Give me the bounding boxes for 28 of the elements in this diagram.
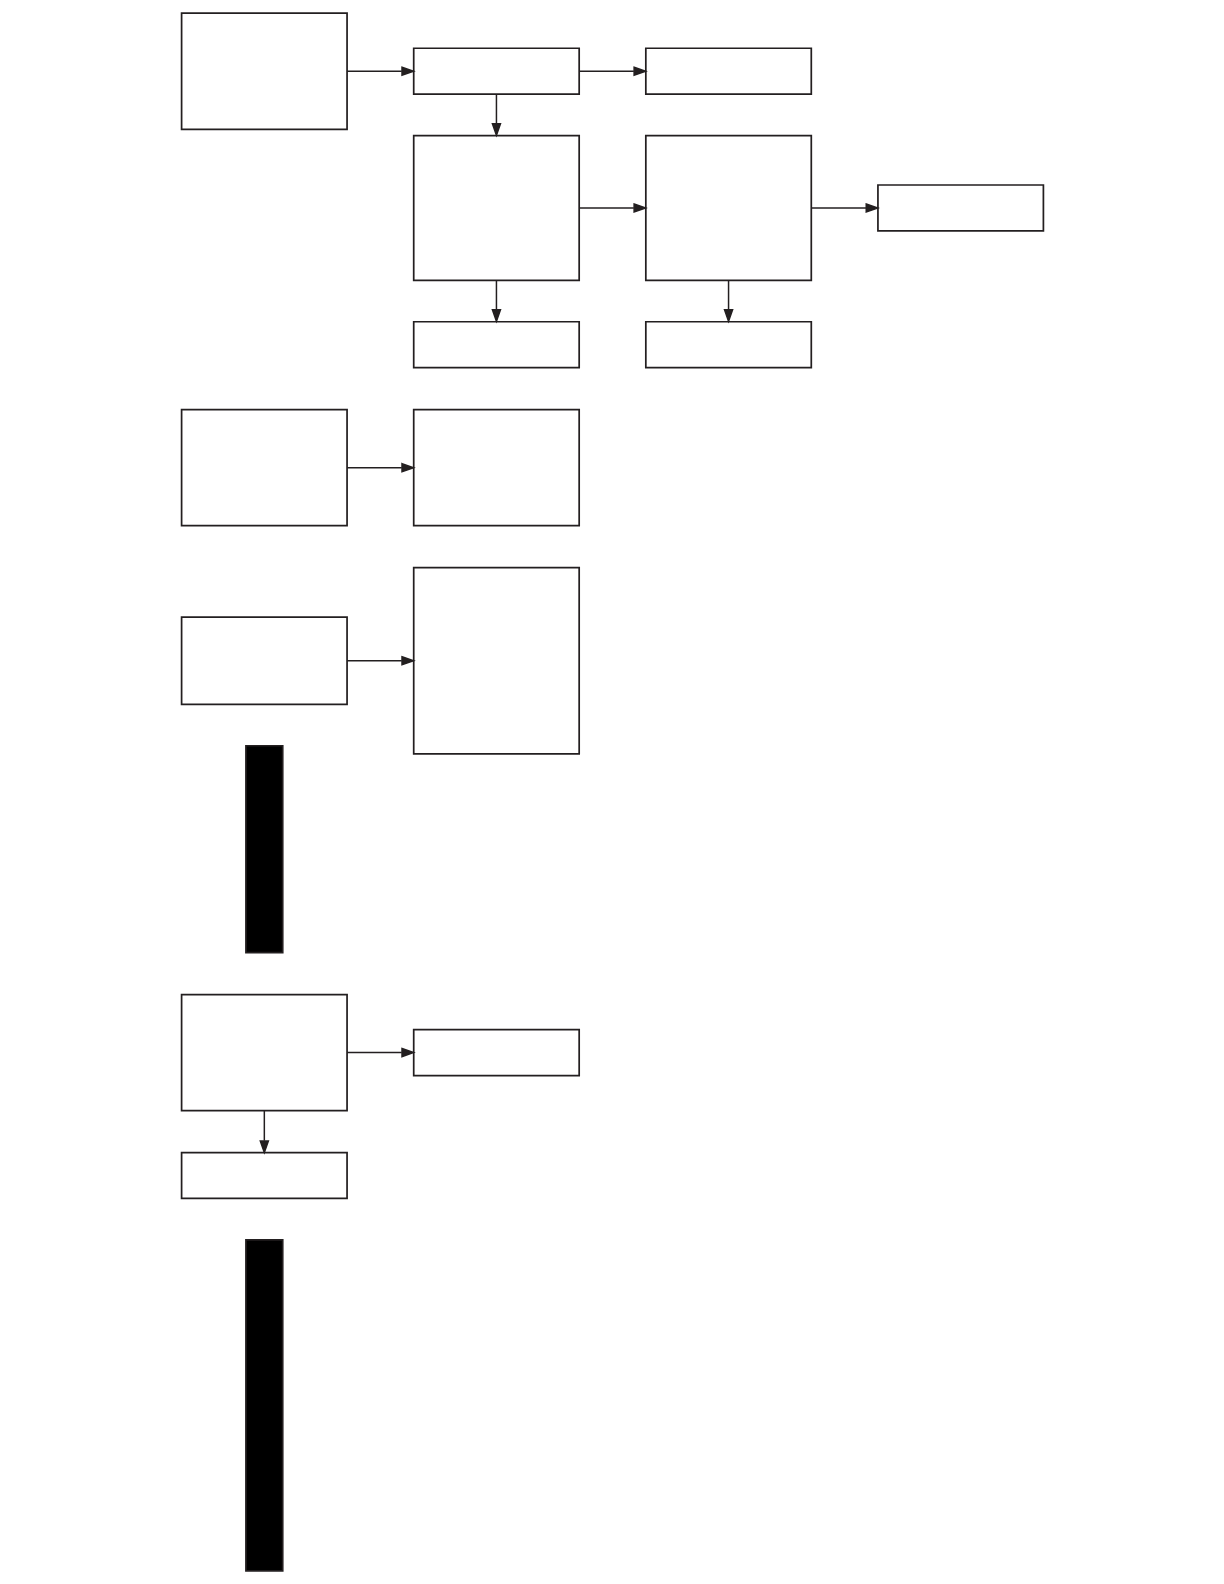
arrow — [345, 1047, 416, 1058]
arrow — [490, 279, 502, 324]
node-bar — [244, 744, 284, 954]
node-box — [412, 320, 580, 369]
arrow — [345, 655, 416, 666]
node-box — [180, 993, 348, 1112]
node-box — [180, 616, 348, 706]
node-box — [644, 47, 812, 96]
node-box — [180, 1151, 348, 1200]
arrow — [258, 1109, 269, 1155]
node-box — [180, 12, 348, 131]
node-box — [412, 408, 580, 527]
node-box — [180, 408, 348, 527]
arrow — [578, 202, 648, 214]
node-box — [412, 134, 580, 282]
node-box — [644, 320, 812, 369]
node-box — [644, 134, 812, 282]
arrow — [345, 66, 416, 77]
node-box — [412, 566, 580, 755]
arrow — [578, 66, 648, 77]
node-box — [876, 184, 1044, 232]
node-box — [412, 47, 580, 96]
arrow — [490, 93, 502, 138]
arrow — [345, 462, 416, 473]
arrow — [722, 279, 734, 324]
node-box — [412, 1028, 580, 1077]
arrow — [810, 202, 880, 214]
node-bar — [244, 1239, 284, 1572]
